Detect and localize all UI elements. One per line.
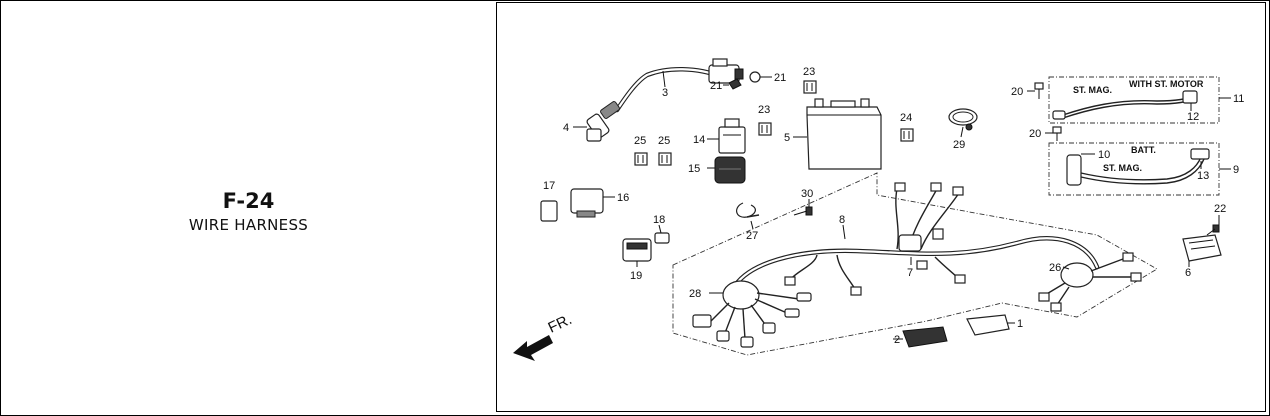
part-29-band (948, 108, 978, 131)
part-20-bolt-upper (1034, 82, 1044, 99)
callout-14: 14 (693, 134, 705, 146)
part-9-outline (1048, 142, 1220, 196)
callout-8: 8 (839, 214, 845, 226)
callout-29: 29 (953, 139, 965, 151)
callout-30: 30 (801, 188, 813, 200)
callout-15: 15 (688, 163, 700, 175)
callout-7: 7 (907, 267, 913, 279)
part-16-relay (570, 188, 604, 218)
callout-16: 16 (617, 192, 629, 204)
part-11-outline (1048, 76, 1220, 124)
callout-20: 20 (1011, 86, 1023, 98)
part-6-regulator (1182, 234, 1222, 262)
callout-20b: 20 (1029, 128, 1041, 140)
callout-11: 11 (1233, 93, 1244, 105)
part-30-bolt (793, 206, 813, 216)
callout-22: 22 (1214, 203, 1226, 215)
callout-12: 12 (1187, 111, 1199, 123)
part-15-relay-module (714, 156, 746, 184)
part-28-harness-junction (692, 280, 812, 348)
callout-10: 10 (1098, 149, 1110, 161)
callout-13: 13 (1197, 170, 1209, 182)
callout-27: 27 (746, 230, 758, 242)
callout-6: 6 (1185, 267, 1191, 279)
part-11-starter-cable (1052, 90, 1198, 120)
note-with-st-motor: WITH ST. MOTOR (1129, 79, 1204, 89)
callout-23b: 23 (758, 104, 770, 116)
part-20-bolt-lower (1052, 126, 1062, 141)
part-24-fuse (900, 128, 914, 142)
part-3-ignition-cable (614, 58, 744, 113)
callout-9: 9 (1233, 164, 1239, 176)
note-st-mag-top: ST. MAG. (1073, 85, 1112, 95)
part-19-relay-unit (622, 238, 652, 262)
part-14-starter-relay (718, 118, 746, 154)
callout-25: 25 (634, 135, 646, 147)
part-25-fuse-right (658, 152, 672, 166)
part-23-fuse-lower (758, 122, 772, 136)
callout-5: 5 (784, 132, 790, 144)
callout-1: 1 (1017, 318, 1023, 330)
part-2-connector-cover (902, 326, 948, 348)
part-1-cover (966, 314, 1010, 336)
callout-19: 19 (630, 270, 642, 282)
part-17-cap (540, 200, 558, 222)
part-22-bolt (1206, 224, 1220, 236)
parts-diagram-panel: 3 4 21 21 23 23 5 14 (496, 2, 1266, 412)
callout-21: 21 (774, 72, 786, 84)
part-23-fuse-upper (803, 80, 817, 94)
part-21-cap (728, 71, 761, 90)
callout-21b: 21 (710, 80, 722, 92)
callout-18: 18 (653, 214, 665, 226)
front-direction-arrow (513, 335, 553, 361)
part-4-spark-plug-cap (586, 101, 620, 142)
callout-4: 4 (563, 122, 569, 134)
part-9-battery-cable (1066, 148, 1210, 186)
section-title: WIRE HARNESS (188, 216, 309, 234)
callout-23: 23 (803, 66, 815, 78)
section-header: F-24 WIRE HARNESS (1, 1, 496, 415)
part-18-connector (654, 232, 670, 244)
callout-24: 24 (900, 112, 912, 124)
section-code: F-24 (222, 189, 275, 213)
callout-25b: 25 (658, 135, 670, 147)
callout-26: 26 (1049, 262, 1061, 274)
part-25-fuse-left (634, 152, 648, 166)
exploded-parts-diagram: 3 4 21 21 23 23 5 14 (513, 58, 1244, 361)
harness-assembly-outline (672, 172, 1158, 356)
note-batt: BATT. (1131, 145, 1156, 155)
callout-28: 28 (689, 288, 701, 300)
direction-label: FR. (546, 311, 575, 337)
note-st-mag-bottom: ST. MAG. (1103, 163, 1142, 173)
part-8-main-harness (730, 182, 1100, 296)
callout-17: 17 (543, 180, 555, 192)
callout-2: 2 (894, 334, 900, 346)
callout-3: 3 (662, 87, 668, 99)
part-5-battery (806, 98, 882, 170)
part-27-clamp (736, 202, 760, 218)
